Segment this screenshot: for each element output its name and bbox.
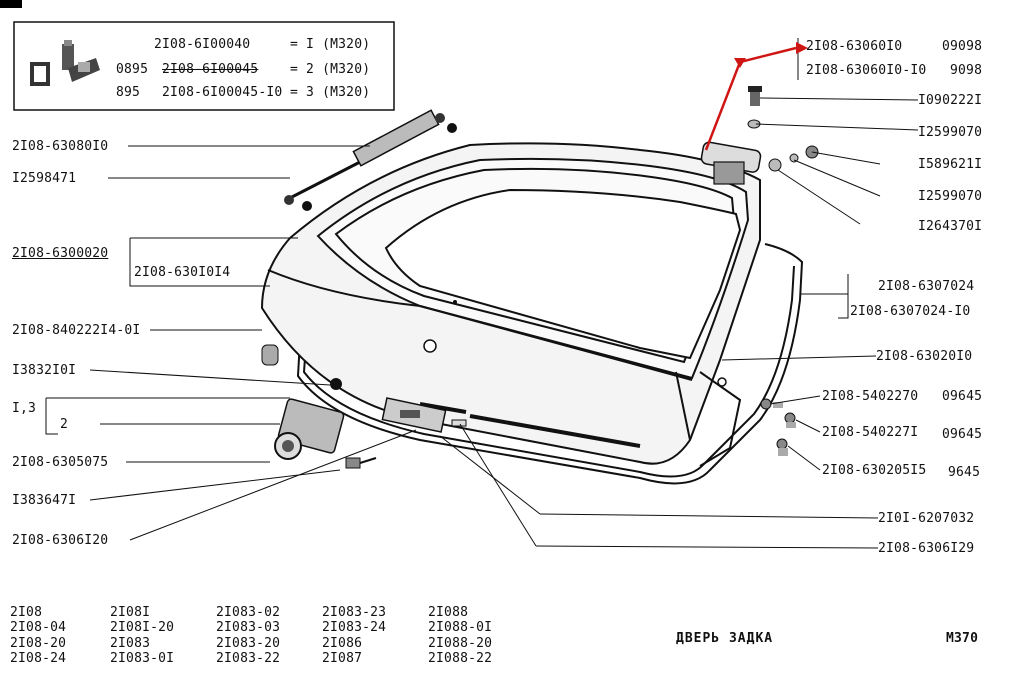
corner-mark [0,0,22,8]
callout-l6a: I,3 [12,401,37,416]
gas-strut [284,109,445,205]
model-cell: 2I083-20 [216,636,281,651]
door-dot [453,300,457,304]
callout-r1: I090222I [918,93,983,108]
bracket-hole [717,377,727,387]
model-cell: 2I088-20 [428,636,493,651]
model-cell: 2I088 [428,605,469,620]
callout-r7: 2I08-63020I0 [876,349,973,364]
model-cell: 2I083-23 [322,605,387,620]
legend-row-2-value: = 2 (M320) [290,62,371,77]
model-cell: 2I08-04 [10,620,67,635]
trim-clip [451,419,467,427]
model-cell: 2I083-24 [322,620,387,635]
callout-l3b: 2I08-630I0I4 [134,265,231,280]
callout-r8: 2I08-5402270 [822,389,919,404]
legend-row-1-value: = I (M320) [290,37,371,52]
callout-top-right-2: 2I08-63060I0-I0 [806,63,927,78]
model-cell: 2I08 [10,605,43,620]
callout-r9-num: 09645 [942,427,983,442]
model-cell: 2I08-24 [10,651,67,666]
model-cell: 2I083-03 [216,620,281,635]
screw [345,457,377,469]
red-arrow [704,42,808,151]
callout-top-right-1-num: 09098 [942,39,983,54]
legend-row-3-code: 2I08-6I00045-I0 [162,85,283,100]
rubber-buffer [261,344,279,366]
callout-r11: 2I0I-6207032 [878,511,975,526]
model-cell: 2I08I-20 [110,620,175,635]
right-fasteners [760,398,796,456]
tailgate-body [260,142,804,485]
model-cell: 2I08-20 [10,636,67,651]
model-cell: 2I083-22 [216,651,281,666]
model-cell: 2I083 [110,636,151,651]
nut [330,378,342,390]
callout-r10: 2I08-630205I5 [822,463,927,478]
legend-box [13,21,395,111]
callout-top-right-2-num: 9098 [950,63,983,78]
door-hole [423,339,437,353]
model-cell: 2I086 [322,636,363,651]
callout-l3: 2I08-6300020 [12,246,109,261]
lock-cylinder [274,398,345,460]
callout-l7: 2I08-6305075 [12,455,109,470]
callout-r8-num: 09645 [942,389,983,404]
door-handle [381,397,447,433]
legend-row-1-code: 2I08-6I00040 [154,37,251,52]
legend-row-2-prefix: 0895 [116,62,149,77]
callout-l6b: 2 [60,417,69,432]
callout-r12: 2I08-6306I29 [878,541,975,556]
callout-l2: I2598471 [12,171,77,186]
legend-row-2-code: 2I08-6I00045 [162,62,259,77]
callout-l1: 2I08-63080I0 [12,139,109,154]
callout-r2: I2599070 [918,125,983,140]
striker-assembly [700,86,819,185]
leader-lines [45,38,919,549]
callout-l8: I383647I [12,493,77,508]
callout-r6b: 2I08-6307024-I0 [850,304,971,319]
callout-l5: I3832I0I [12,363,77,378]
strut-nut-top [447,123,457,133]
callout-r3: I589621I [918,157,983,172]
model-cell: 2I083-0I [110,651,175,666]
callout-l9: 2I08-6306I20 [12,533,109,548]
legend-row-3-prefix: 895 [116,85,141,100]
page-title: ДВЕРЬ ЗАДКА [676,631,774,646]
callout-l4: 2I08-840222I4-0I [12,323,141,338]
callout-r9: 2I08-540227I [822,425,919,440]
page-code: М370 [946,631,979,646]
callout-top-right-1: 2I08-63060I0 [806,39,903,54]
strut-nut-bottom [302,201,312,211]
model-cell: 2I083-02 [216,605,281,620]
callout-r10-num: 9645 [948,465,981,480]
callout-r4: I2599070 [918,189,983,204]
callout-r5: I264370I [918,219,983,234]
callout-r6a: 2I08-6307024 [878,279,975,294]
model-cell: 2I088-0I [428,620,493,635]
legend-row-3-value: = 3 (M320) [290,85,371,100]
model-cell: 2I088-22 [428,651,493,666]
bolt-set-icon [30,40,100,86]
model-cell: 2I087 [322,651,363,666]
model-cell: 2I08I [110,605,151,620]
